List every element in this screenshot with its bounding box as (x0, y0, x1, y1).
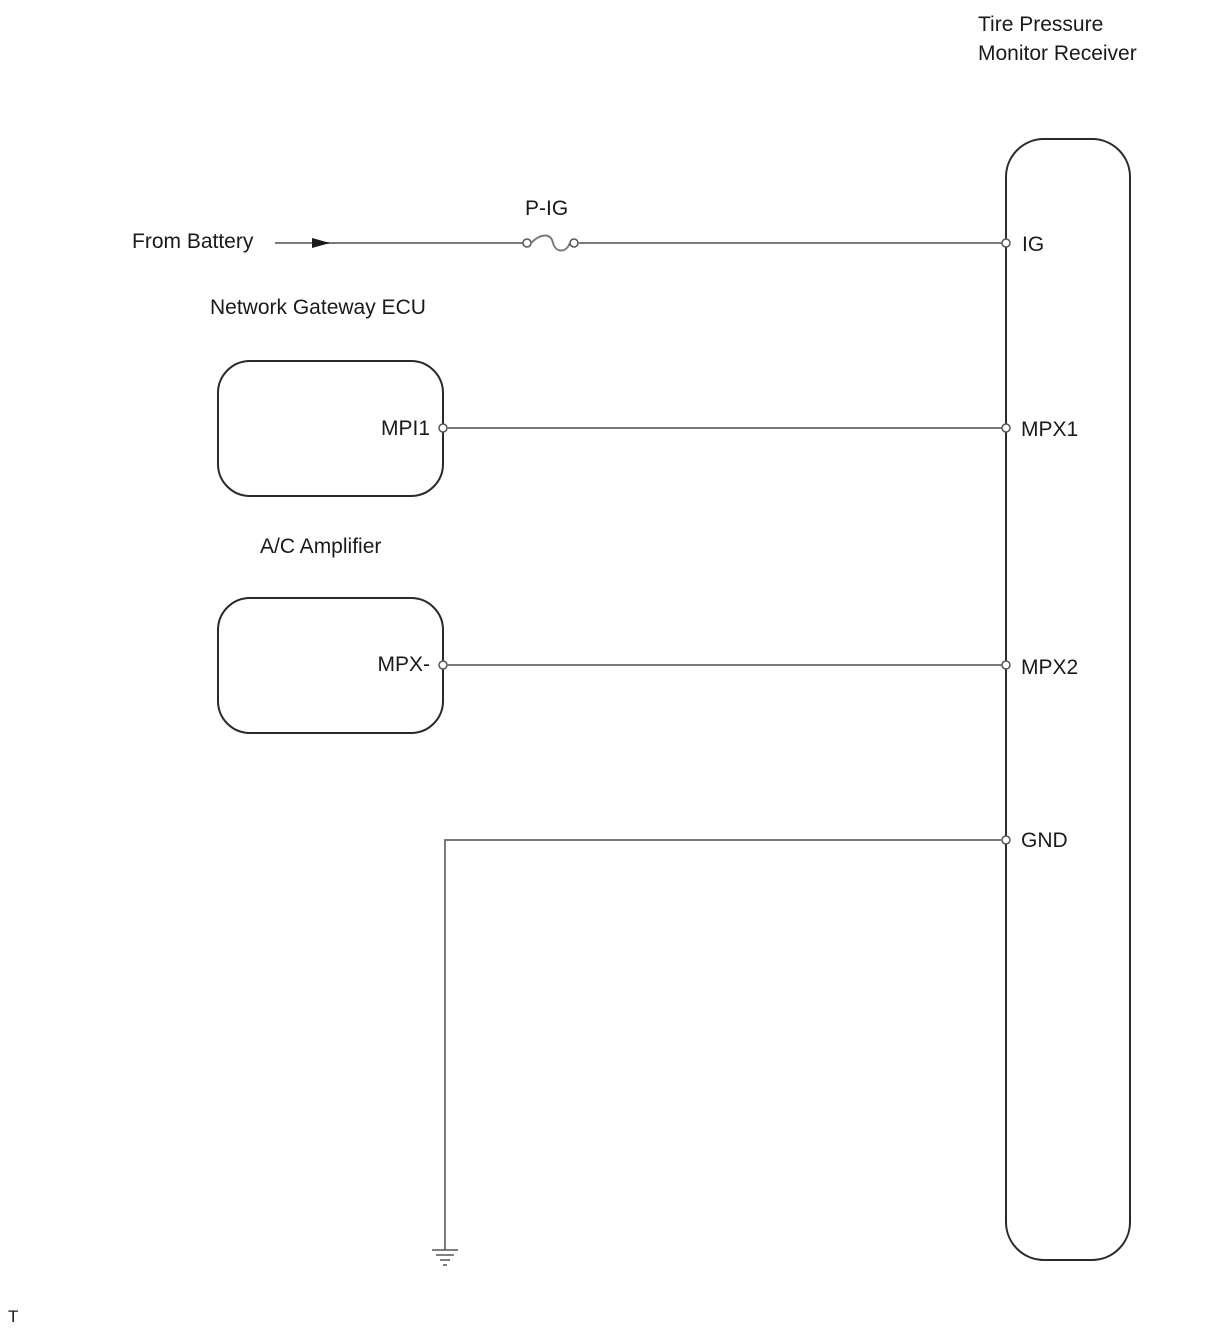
ac-amplifier-title: A/C Amplifier (260, 535, 381, 558)
fuse-label: P-IG (525, 197, 568, 220)
gateway-ecu-title: Network Gateway ECU (210, 296, 426, 319)
mpi1-terminal (438, 423, 448, 433)
receiver-title-line2: Monitor Receiver (978, 42, 1137, 65)
ground-icon (432, 1249, 458, 1266)
mpx2-terminal (1001, 660, 1011, 670)
mpx-minus-terminal (438, 660, 448, 670)
receiver-box (1005, 138, 1131, 1261)
receiver-title-line1: Tire Pressure (978, 13, 1103, 36)
mpx1-terminal (1001, 423, 1011, 433)
receiver-pin-gnd: GND (1021, 829, 1068, 852)
footer-code: T (8, 1307, 18, 1326)
battery-label: From Battery (132, 230, 254, 253)
gateway-ecu-pin: MPI1 (381, 417, 430, 440)
receiver-pin-mpx2: MPX2 (1021, 656, 1078, 679)
receiver-pin-ig: IG (1022, 233, 1044, 256)
gnd-wire (444, 839, 1002, 1250)
ac-amplifier-pin: MPX- (378, 653, 431, 676)
receiver-pin-mpx1: MPX1 (1021, 418, 1078, 441)
arrow-right-icon (312, 238, 330, 248)
ig-terminal (1001, 238, 1011, 248)
gnd-terminal (1001, 835, 1011, 845)
fuse-icon (522, 234, 579, 252)
